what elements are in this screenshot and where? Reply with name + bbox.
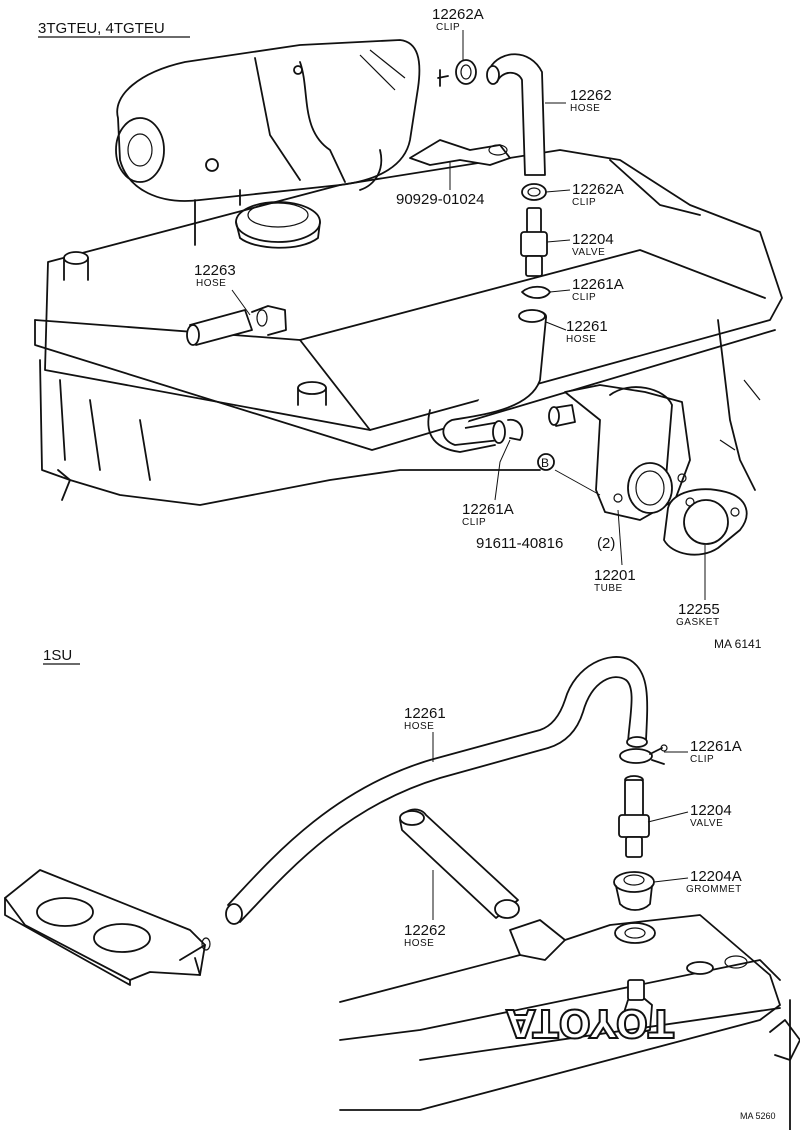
top-part-name-1: CLIP [436, 22, 460, 33]
bottom-flange [4, 869, 211, 986]
top-part-name-2: HOSE [570, 103, 600, 114]
top-part-name-12: GASKET [676, 617, 720, 628]
bottom-part-name-2: CLIP [690, 754, 714, 765]
section-title-bottom: 1SU [43, 647, 72, 664]
bottom-head-cover: TOYOTA [339, 914, 800, 1130]
top-leader-lines [231, 30, 706, 600]
oil-filler-cap [235, 201, 321, 249]
top-gasket-12255 [663, 488, 748, 556]
callout-b-circle [537, 453, 555, 471]
bottom-part-number-1: 12261 [404, 705, 446, 722]
top-part-name-5: VALVE [572, 247, 605, 258]
brand-lettering: TOYOTA [506, 1001, 674, 1045]
bottom-valve-12204 [618, 775, 650, 858]
top-tube-12201 [548, 384, 691, 521]
top-part-number-3: 90929-01024 [396, 191, 484, 208]
bottom-grommet-12204a [613, 871, 655, 911]
top-section: 3TGTEU, 4TGTEU [34, 6, 783, 651]
bottom-part-name-5: HOSE [404, 938, 434, 949]
bottom-hose-12262 [399, 808, 520, 919]
top-part-number-5: 12204 [572, 231, 614, 248]
top-hose-12263 [186, 305, 287, 346]
bottom-hose-12261 [225, 656, 649, 925]
top-part-number-1: 12262A [432, 6, 484, 23]
bottom-part-number-4: 12204A [690, 868, 742, 885]
section-title-top: 3TGTEU, 4TGTEU [38, 20, 165, 37]
top-valve-assembly [520, 183, 551, 299]
figure-code-bottom: MA 5260 [740, 1111, 776, 1121]
top-part-number-2: 12262 [570, 87, 612, 104]
top-part-name-10: (2) [597, 535, 615, 552]
bottom-part-name-1: HOSE [404, 721, 434, 732]
bottom-part-number-2: 12261A [690, 738, 742, 755]
engine-block [39, 319, 761, 506]
top-part-number-4: 12262A [572, 181, 624, 198]
top-hose-12261 [427, 309, 547, 453]
top-part-number-10: 91611-40816 [476, 535, 563, 552]
top-part-name-7: CLIP [572, 292, 596, 303]
bottom-part-name-4: GROMMET [686, 884, 742, 895]
top-part-name-11: TUBE [594, 583, 623, 594]
bottom-leader-lines [432, 732, 689, 920]
air-cleaner-housing [115, 39, 421, 246]
top-part-number-7: 12261A [572, 276, 624, 293]
top-clip-12262a-upper [437, 59, 477, 87]
bottom-part-number-5: 12262 [404, 922, 446, 939]
bottom-part-name-3: VALVE [690, 818, 723, 829]
cylinder-head-cover [34, 149, 783, 451]
top-bracket-90929 [409, 139, 511, 166]
bottom-part-number-3: 12204 [690, 802, 732, 819]
top-part-name-8: HOSE [566, 334, 596, 345]
top-part-number-8: 12261 [566, 318, 608, 335]
figure-code-top: MA 6141 [714, 637, 762, 651]
top-part-name-6: HOSE [196, 278, 226, 289]
callout-b-letter: B [541, 456, 549, 470]
top-part-number-12: 12255 [678, 601, 720, 618]
top-hose-12262 [486, 53, 546, 176]
bottom-clip-12261a [619, 744, 668, 765]
bottom-section: 1SU [4, 647, 800, 1130]
top-part-number-9: 12261A [462, 501, 514, 518]
top-part-name-4: CLIP [572, 197, 596, 208]
top-part-number-11: 12201 [594, 567, 636, 584]
top-part-name-9: CLIP [462, 517, 486, 528]
top-part-number-6: 12263 [194, 262, 236, 279]
